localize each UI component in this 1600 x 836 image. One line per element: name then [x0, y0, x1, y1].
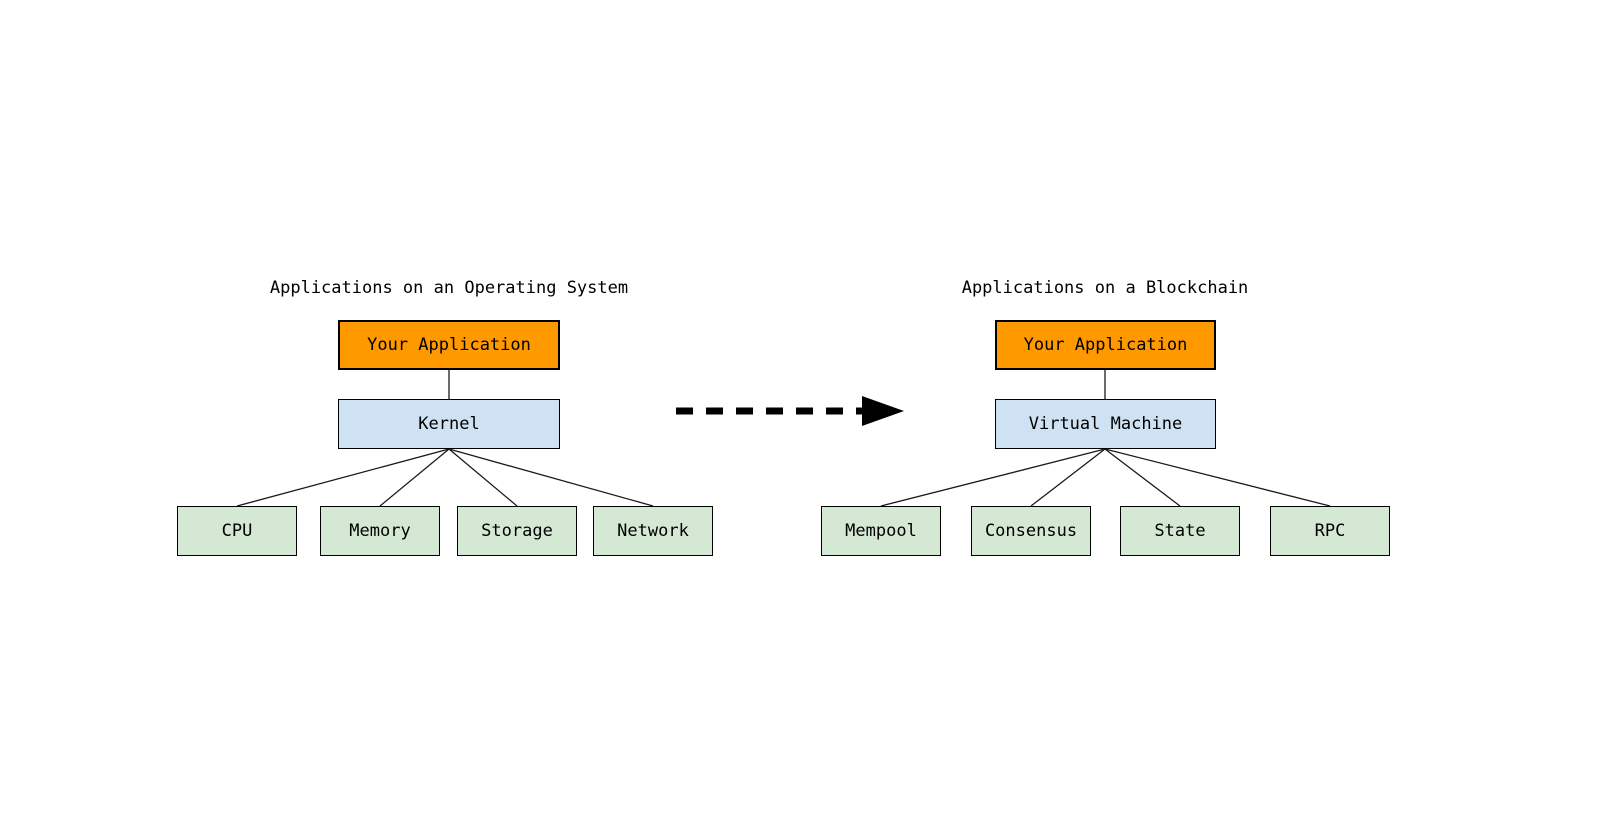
connector-kernel-to-network — [448, 448, 654, 507]
transform-arrow-head — [862, 396, 904, 426]
connector-vm-to-rpc — [1104, 448, 1331, 507]
virtual-machine-box: Virtual Machine — [995, 399, 1216, 449]
transform-arrow-icon — [676, 396, 904, 426]
connector-kernel-to-memory — [379, 448, 450, 507]
rpc-box: RPC — [1270, 506, 1390, 556]
left-diagram-title: Applications on an Operating System — [269, 278, 629, 298]
consensus-box: Consensus — [971, 506, 1091, 556]
connector-kernel-to-storage — [448, 448, 518, 507]
kernel-box: Kernel — [338, 399, 560, 449]
right-diagram-title: Applications on a Blockchain — [961, 278, 1249, 298]
network-box: Network — [593, 506, 713, 556]
mempool-box: Mempool — [821, 506, 941, 556]
connector-vm-to-mempool — [880, 448, 1106, 507]
left-your-application-box: Your Application — [338, 320, 560, 370]
connector-vm-to-consensus — [1030, 448, 1106, 507]
right-your-application-box: Your Application — [995, 320, 1216, 370]
connector-kernel-to-cpu — [236, 448, 450, 507]
memory-box: Memory — [320, 506, 440, 556]
connector-vm-to-state — [1104, 448, 1181, 507]
state-box: State — [1120, 506, 1240, 556]
storage-box: Storage — [457, 506, 577, 556]
cpu-box: CPU — [177, 506, 297, 556]
